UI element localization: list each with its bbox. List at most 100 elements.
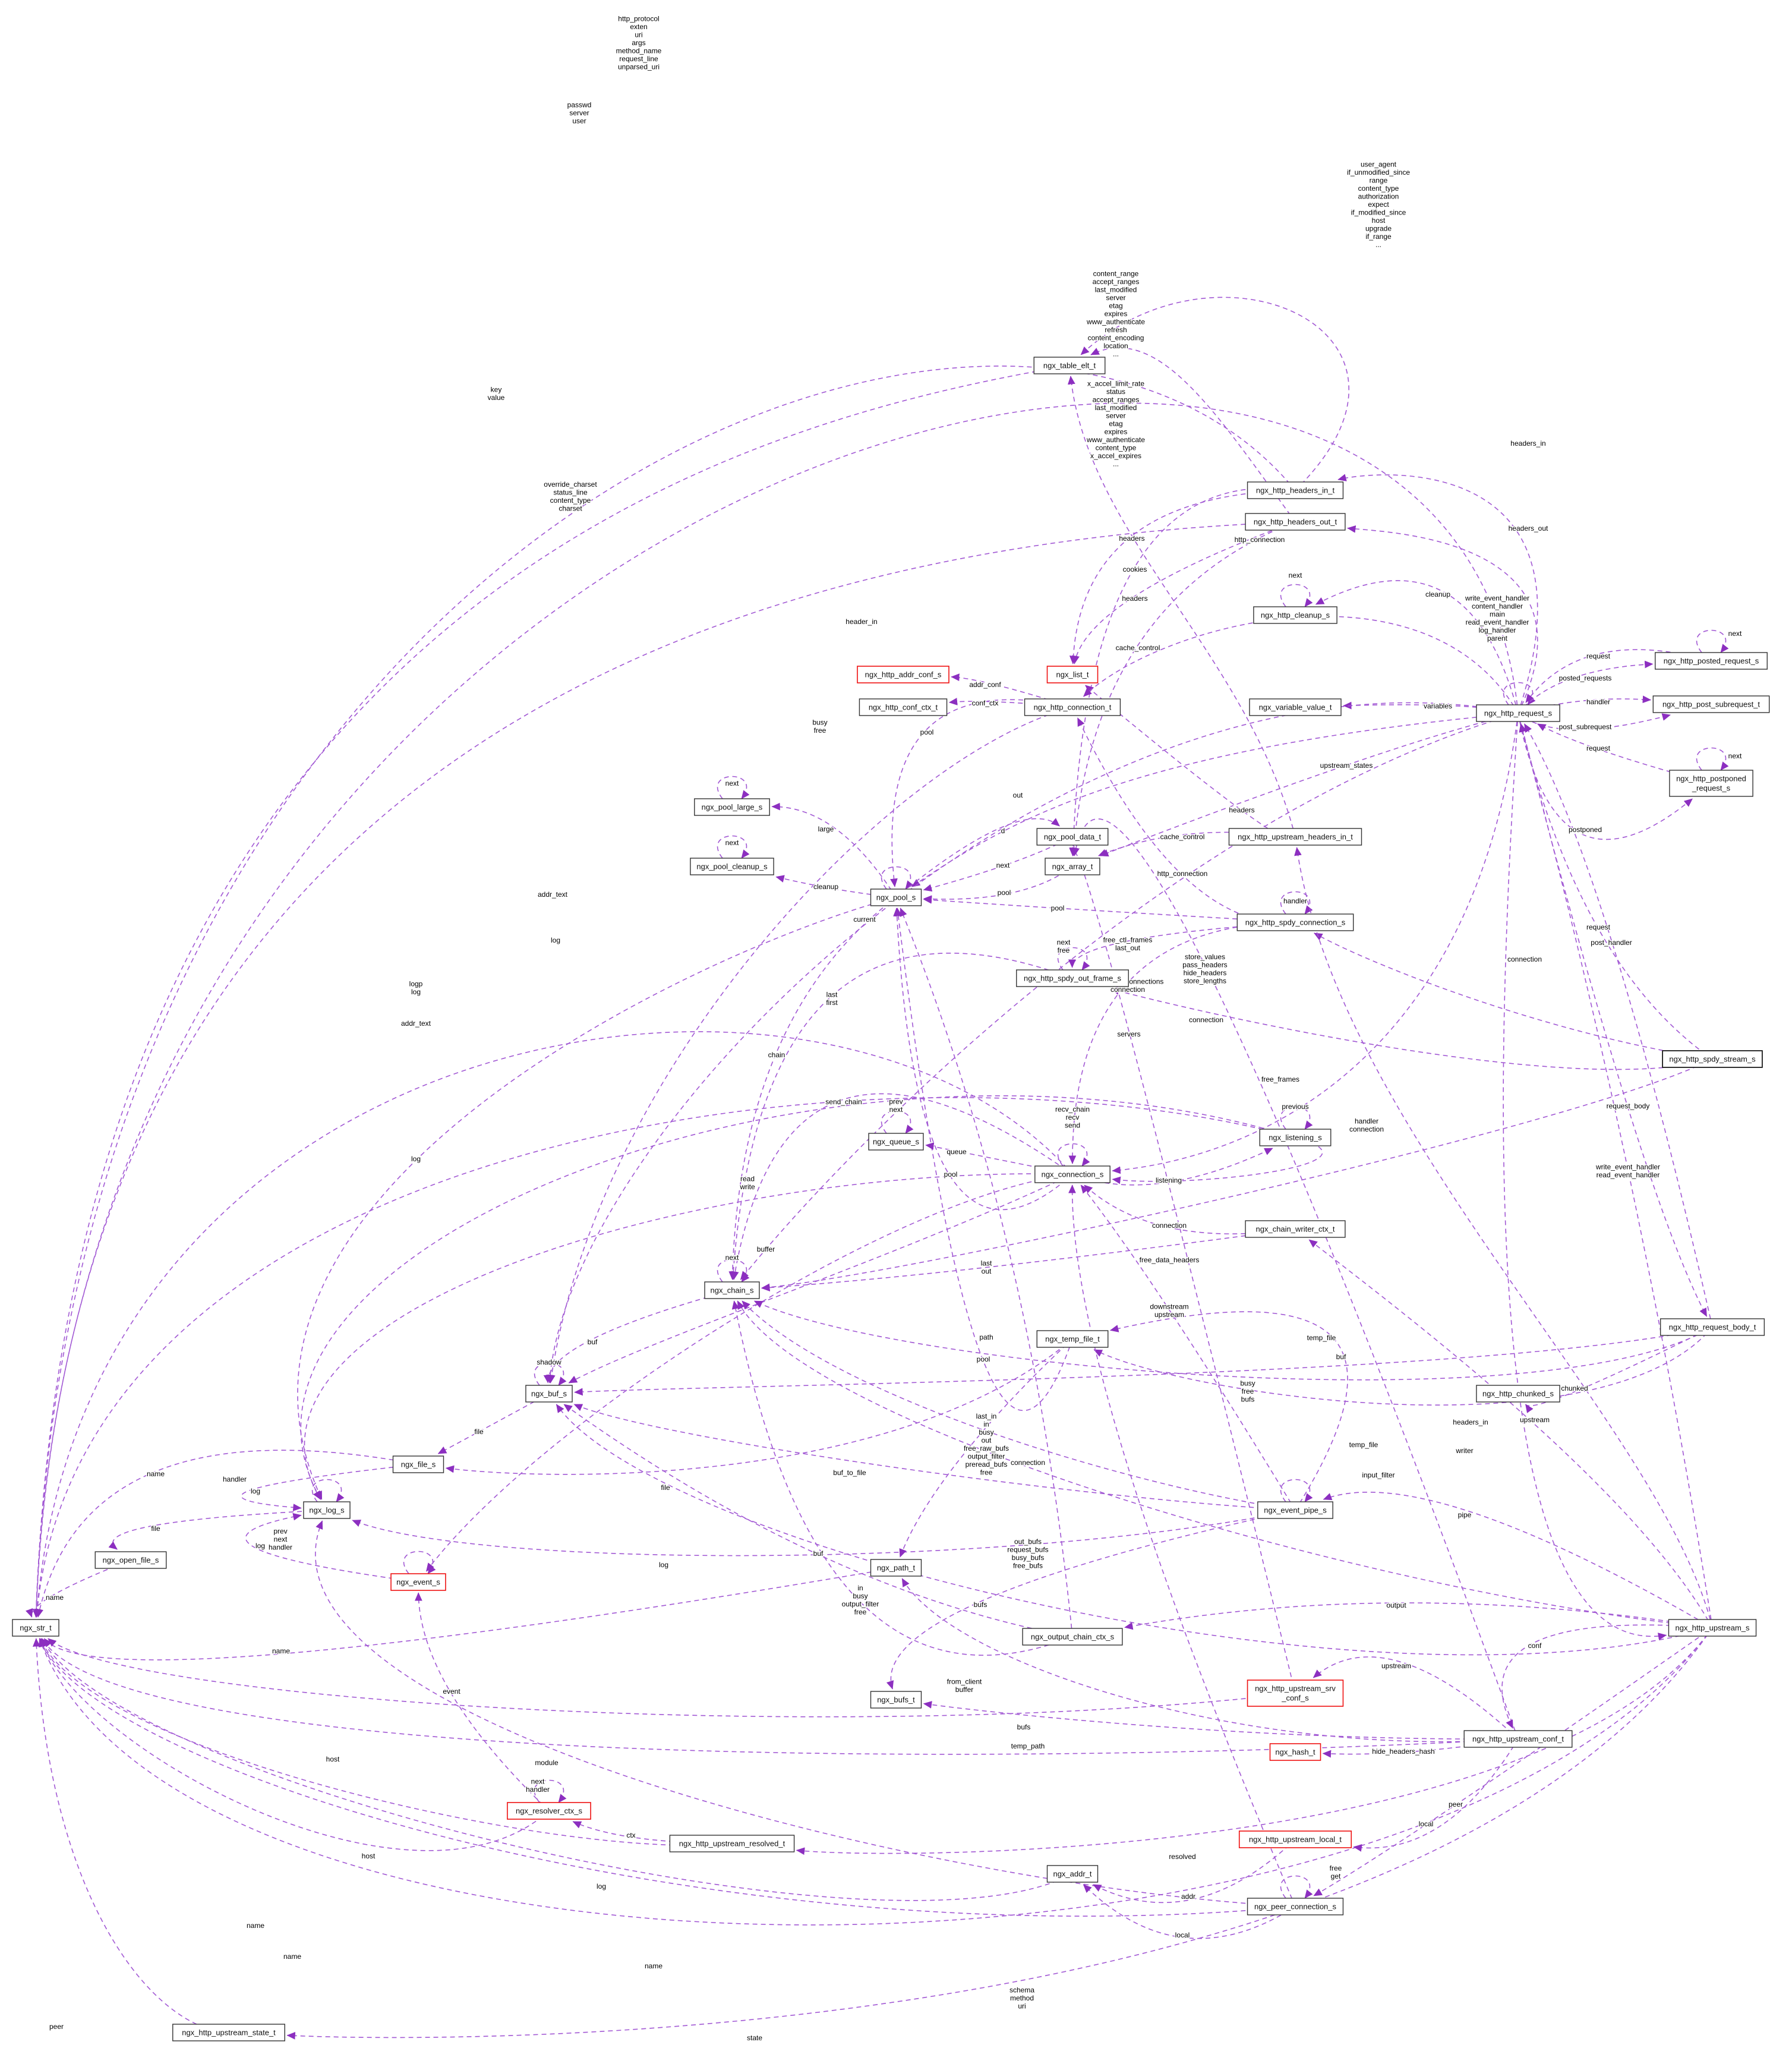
node-box[interactable] bbox=[1045, 858, 1100, 875]
node-request[interactable]: ngx_http_request_s bbox=[1476, 704, 1560, 722]
node-box[interactable] bbox=[1257, 1501, 1333, 1519]
node-reqbody[interactable]: ngx_http_request_body_t bbox=[1660, 1318, 1765, 1336]
node-box[interactable] bbox=[1022, 1628, 1123, 1646]
node-box[interactable] bbox=[1033, 357, 1106, 374]
node-posted[interactable]: ngx_http_posted_request_s bbox=[1655, 652, 1768, 670]
node-box[interactable] bbox=[172, 2024, 285, 2041]
node-headers_out[interactable]: ngx_http_headers_out_t bbox=[1245, 513, 1346, 531]
node-box[interactable] bbox=[1046, 1865, 1099, 1883]
node-box[interactable] bbox=[507, 1802, 591, 1820]
node-box[interactable] bbox=[1660, 1318, 1765, 1336]
node-cleanup[interactable]: ngx_http_cleanup_s bbox=[1253, 606, 1337, 624]
node-box[interactable] bbox=[868, 1133, 924, 1151]
node-box[interactable] bbox=[1476, 1385, 1560, 1403]
node-box[interactable] bbox=[1034, 1165, 1110, 1183]
node-box[interactable] bbox=[1046, 666, 1099, 683]
node-box[interactable] bbox=[1249, 698, 1342, 716]
node-table_elt[interactable]: ngx_table_elt_t bbox=[1033, 357, 1106, 374]
node-pipe[interactable]: ngx_event_pipe_s bbox=[1257, 1501, 1333, 1519]
node-listening[interactable]: ngx_listening_s bbox=[1259, 1129, 1332, 1146]
node-file[interactable]: ngx_file_s bbox=[392, 1455, 444, 1473]
node-ulocal[interactable]: ngx_http_upstream_local_t bbox=[1238, 1830, 1352, 1848]
node-box[interactable] bbox=[1655, 652, 1768, 670]
node-box[interactable] bbox=[704, 1281, 760, 1299]
node-box[interactable] bbox=[857, 666, 949, 683]
node-chunked[interactable]: ngx_http_chunked_s bbox=[1476, 1385, 1560, 1403]
node-box[interactable] bbox=[870, 888, 922, 906]
node-box[interactable] bbox=[392, 1455, 444, 1473]
node-box[interactable] bbox=[870, 1691, 922, 1709]
node-box[interactable] bbox=[1662, 1050, 1763, 1068]
node-box[interactable] bbox=[12, 1619, 59, 1637]
node-chainwriter[interactable]: ngx_chain_writer_ctx_t bbox=[1245, 1220, 1346, 1238]
node-poolcleanup[interactable]: ngx_pool_cleanup_s bbox=[690, 858, 774, 875]
node-box[interactable] bbox=[1269, 1743, 1321, 1761]
node-box[interactable] bbox=[390, 1573, 446, 1591]
node-varval[interactable]: ngx_variable_value_t bbox=[1249, 698, 1342, 716]
node-addr[interactable]: ngx_addr_t bbox=[1046, 1865, 1099, 1883]
node-box[interactable] bbox=[1669, 770, 1753, 797]
node-buf[interactable]: ngx_buf_s bbox=[525, 1385, 573, 1403]
node-event[interactable]: ngx_event_s bbox=[390, 1573, 446, 1591]
node-peer[interactable]: ngx_peer_connection_s bbox=[1247, 1898, 1344, 1915]
node-box[interactable] bbox=[1259, 1129, 1332, 1146]
node-box[interactable] bbox=[1253, 606, 1337, 624]
node-array[interactable]: ngx_array_t bbox=[1045, 858, 1100, 875]
node-box[interactable] bbox=[1247, 481, 1344, 499]
node-pooldata[interactable]: ngx_pool_data_t bbox=[1036, 828, 1109, 846]
node-box[interactable] bbox=[690, 858, 774, 875]
node-resolver[interactable]: ngx_resolver_ctx_s bbox=[507, 1802, 591, 1820]
node-box[interactable] bbox=[1245, 1220, 1346, 1238]
node-ustate[interactable]: ngx_http_upstream_state_t bbox=[172, 2024, 285, 2041]
node-uheaders_in[interactable]: ngx_http_upstream_headers_in_t bbox=[1228, 828, 1362, 846]
node-outframe[interactable]: ngx_http_spdy_out_frame_s bbox=[1016, 969, 1129, 987]
node-box[interactable] bbox=[1036, 828, 1109, 846]
node-postponed[interactable]: ngx_http_postponed_request_s bbox=[1669, 770, 1753, 797]
node-chain[interactable]: ngx_chain_s bbox=[704, 1281, 760, 1299]
node-box[interactable] bbox=[1476, 704, 1560, 722]
node-box[interactable] bbox=[1016, 969, 1129, 987]
node-box[interactable] bbox=[525, 1385, 573, 1403]
node-box[interactable] bbox=[1668, 1619, 1757, 1637]
node-bufs[interactable]: ngx_bufs_t bbox=[870, 1691, 922, 1709]
node-box[interactable] bbox=[1238, 1830, 1352, 1848]
node-box[interactable] bbox=[870, 1559, 922, 1577]
node-resolved[interactable]: ngx_http_upstream_resolved_t bbox=[669, 1835, 795, 1852]
node-box[interactable] bbox=[1463, 1730, 1573, 1748]
node-confctx[interactable]: ngx_http_conf_ctx_t bbox=[859, 698, 948, 716]
node-box[interactable] bbox=[1247, 1898, 1344, 1915]
node-poollarge[interactable]: ngx_pool_large_s bbox=[694, 798, 770, 816]
node-box[interactable] bbox=[1036, 1330, 1109, 1348]
node-box[interactable] bbox=[694, 798, 770, 816]
node-headers_in[interactable]: ngx_http_headers_in_t bbox=[1247, 481, 1344, 499]
node-upstream[interactable]: ngx_http_upstream_s bbox=[1668, 1619, 1757, 1637]
node-box[interactable] bbox=[1247, 1680, 1344, 1707]
node-openfile[interactable]: ngx_open_file_s bbox=[94, 1551, 167, 1569]
node-uconf[interactable]: ngx_http_upstream_conf_t bbox=[1463, 1730, 1573, 1748]
node-str[interactable]: ngx_str_t bbox=[12, 1619, 59, 1637]
node-connection[interactable]: ngx_connection_s bbox=[1034, 1165, 1110, 1183]
node-hash[interactable]: ngx_hash_t bbox=[1269, 1743, 1321, 1761]
node-spdystream[interactable]: ngx_http_spdy_stream_s bbox=[1662, 1050, 1763, 1068]
node-queue[interactable]: ngx_queue_s bbox=[868, 1133, 924, 1151]
node-addrconf[interactable]: ngx_http_addr_conf_s bbox=[857, 666, 949, 683]
node-spdyconn[interactable]: ngx_http_spdy_connection_s bbox=[1236, 913, 1354, 931]
node-box[interactable] bbox=[1245, 513, 1346, 531]
node-box[interactable] bbox=[303, 1501, 351, 1519]
node-box[interactable] bbox=[1024, 698, 1121, 716]
node-pool[interactable]: ngx_pool_s bbox=[870, 888, 922, 906]
node-box[interactable] bbox=[94, 1551, 167, 1569]
node-list[interactable]: ngx_list_t bbox=[1046, 666, 1099, 683]
node-log[interactable]: ngx_log_s bbox=[303, 1501, 351, 1519]
node-box[interactable] bbox=[1652, 695, 1770, 713]
node-usrv[interactable]: ngx_http_upstream_srv_conf_s bbox=[1247, 1680, 1344, 1707]
node-box[interactable] bbox=[1236, 913, 1354, 931]
node-postsub[interactable]: ngx_http_post_subrequest_t bbox=[1652, 695, 1770, 713]
node-httpconn[interactable]: ngx_http_connection_t bbox=[1024, 698, 1121, 716]
node-box[interactable] bbox=[859, 698, 948, 716]
node-tempfile[interactable]: ngx_temp_file_t bbox=[1036, 1330, 1109, 1348]
node-box[interactable] bbox=[669, 1835, 795, 1852]
node-outchain[interactable]: ngx_output_chain_ctx_s bbox=[1022, 1628, 1123, 1646]
node-path[interactable]: ngx_path_t bbox=[870, 1559, 922, 1577]
node-box[interactable] bbox=[1228, 828, 1362, 846]
